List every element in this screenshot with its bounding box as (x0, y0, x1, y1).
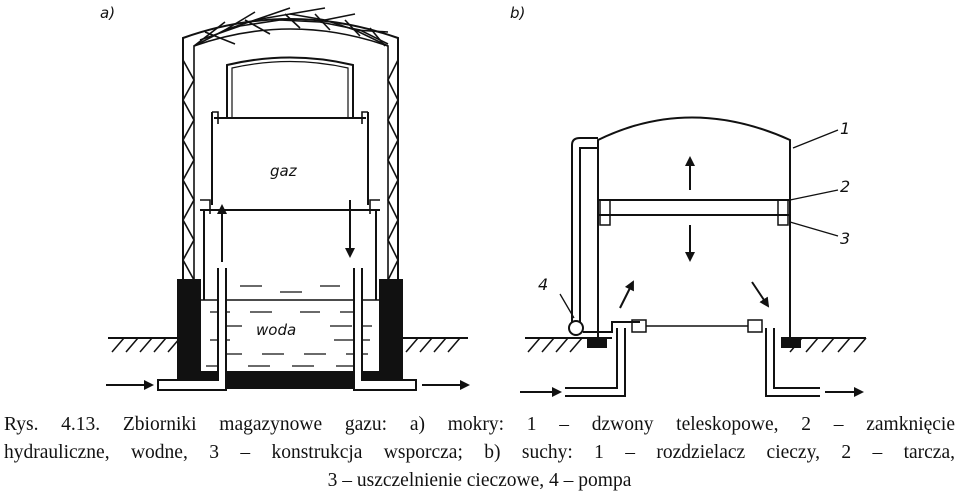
panel-a-wet-gasholder: a) (100, 4, 470, 391)
panel-a-water-label: woda (256, 321, 296, 339)
pump-icon (568, 320, 584, 336)
callout-2: 2 (840, 177, 850, 196)
caption-line-3: 3 – uszczelnienie cieczowe, 4 – pompa (327, 470, 632, 491)
panel-a-pipes (106, 200, 470, 391)
panel-b-ground (525, 337, 867, 353)
caption-line-1: Rys. 4.13. Zbiorniki magazynowe gazu: a)… (4, 414, 955, 435)
callout-3: 3 (840, 229, 850, 248)
panel-a-support-structure (182, 7, 399, 285)
caption-line-2: hydrauliczne, wodne, 3 – konstrukcja wsp… (4, 442, 955, 463)
figure-caption: Rys. 4.13. Zbiorniki magazynowe gazu: a)… (0, 405, 959, 501)
panel-a-ground (108, 337, 468, 353)
panel-b-dry-gasholder: b) (510, 4, 867, 397)
panel-a-upper-bell (214, 56, 366, 119)
panel-b-tank-shell (597, 116, 791, 338)
panel-a-lower-bell (200, 111, 380, 300)
panel-a-gas-label: gaz (270, 162, 298, 180)
callout-1: 1 (840, 119, 850, 138)
panel-b-callouts (559, 129, 839, 319)
panel-b-label: b) (510, 4, 525, 22)
panel-b-riser-and-pump (568, 137, 640, 339)
panel-a-water-tank (177, 279, 403, 389)
figure-drawing: a) (100, 4, 867, 397)
panel-b-pipes (520, 280, 864, 397)
panel-a-label: a) (100, 4, 115, 22)
callout-4: 4 (538, 275, 548, 294)
